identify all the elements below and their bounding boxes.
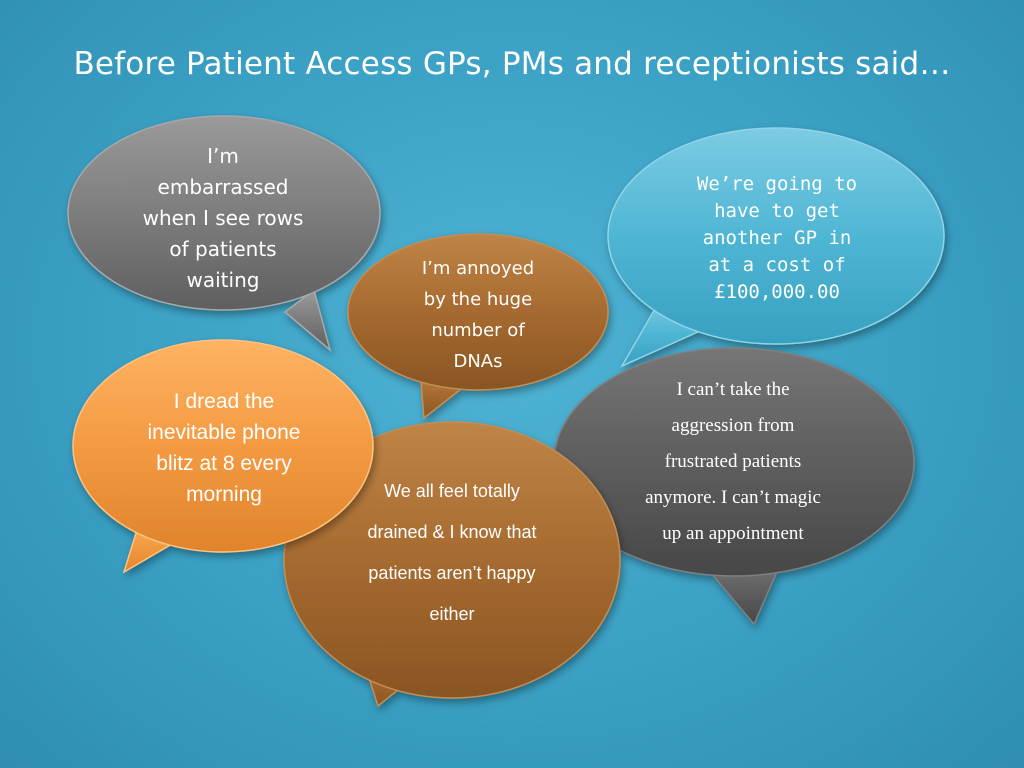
bubble-line: waiting [186, 267, 260, 292]
bubble-line: morning [186, 483, 262, 506]
bubble-line: of patients [169, 236, 277, 261]
bubble-line: embarrassed [157, 174, 289, 199]
bubble-line: blitz at 8 every [156, 452, 292, 475]
bubble-line: aggression from [671, 415, 795, 436]
bubble-embarrassed [67, 115, 381, 353]
bubble-gp-cost-text: We’re going to have to get another GP in… [672, 168, 882, 308]
bubble-dnas-body [347, 233, 609, 391]
bubble-line: either [429, 604, 475, 624]
bubble-line: when I see rows [142, 205, 304, 230]
bubble-line: number of [431, 320, 525, 341]
bubble-line: I’m annoyed [421, 258, 535, 279]
bubble-embarrassed-body [67, 115, 381, 311]
bubble-line: We all feel totally [384, 481, 520, 501]
bubble-drained-text: We all feel totally drained & I know tha… [336, 478, 568, 628]
bubble-line: £100,000.00 [714, 280, 840, 303]
bubble-aggression [553, 347, 915, 626]
bubble-line: We’re going to [696, 172, 858, 195]
bubble-line: I can’t take the [676, 379, 790, 400]
bubble-line: frustrated patients [664, 451, 802, 472]
bubble-line: by the huge [423, 289, 533, 310]
bubble-line: have to get [714, 199, 840, 222]
bubble-aggression-text: I can’t take the aggression from frustra… [608, 372, 858, 552]
bubble-line: up an appointment [662, 523, 804, 544]
bubble-gp-cost [607, 127, 945, 368]
bubble-phone-blitz [72, 339, 374, 574]
bubble-line: I’m [207, 143, 239, 168]
bubble-line: patients aren’t happy [368, 563, 536, 583]
bubble-line: DNAs [453, 351, 503, 372]
slide-title: Before Patient Access GPs, PMs and recep… [73, 46, 951, 82]
bubble-line: inevitable phone [147, 421, 301, 444]
bubble-line: I dread the [173, 390, 275, 413]
bubble-embarrassed-tail [283, 288, 332, 353]
bubble-drained-body [283, 421, 621, 699]
bubble-line: drained & I know that [367, 522, 537, 542]
bubble-line: another GP in [702, 226, 852, 249]
bubble-drained [283, 421, 621, 708]
bubble-dnas-text: I’m annoyed by the huge number of DNAs [398, 255, 558, 375]
bubble-phone-blitz-body [72, 339, 374, 553]
bubble-dnas [347, 233, 609, 420]
bubble-embarrassed-text: I’m embarrassed when I see rows of patie… [118, 138, 328, 298]
bubble-line: at a cost of [708, 253, 846, 276]
bubble-phone-blitz-text: I dread the inevitable phone blitz at 8 … [118, 383, 330, 513]
bubble-line: anymore. I can’t magic [645, 487, 821, 508]
bubble-gp-cost-body [607, 127, 945, 345]
